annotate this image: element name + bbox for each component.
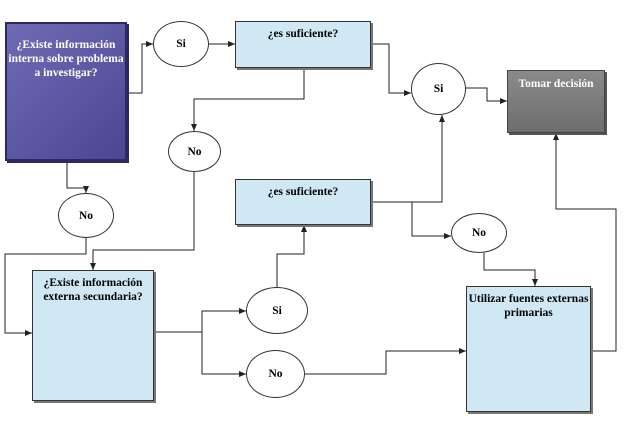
si-oval-2: Si [411, 63, 466, 115]
connector-external-to-si3 [154, 308, 246, 333]
si-oval-1: Si [153, 21, 209, 67]
connector-no3-to-primary [483, 253, 538, 286]
no-label-2: No [187, 145, 202, 158]
primary-sources-text: Utilizar fuentes externas primarias [468, 293, 589, 319]
si-label-3: Si [272, 304, 282, 317]
connector-external-to-no4 [201, 332, 246, 377]
sufficient-box-2: ¿es suficiente? [235, 179, 371, 225]
connector-sufficient1-to-no2 [191, 68, 305, 131]
no-oval-2: No [168, 131, 221, 172]
connector-no1-to-external [4, 238, 87, 336]
connector-sufficient2-to-si2 [371, 115, 445, 203]
sufficient-text-2: ¿es suficiente? [267, 186, 339, 198]
external-secondary-question-box: ¿Existe información externa secundaria? [32, 270, 154, 401]
si-label-2: Si [433, 83, 444, 95]
connector-internal-to-si1 [127, 41, 153, 94]
sufficient-box-1: ¿es suficiente? [235, 21, 371, 68]
internal-info-question-box: ¿Existe información interna sobre proble… [5, 22, 127, 161]
external-secondary-question-text: ¿Existe información externa secundaria? [43, 277, 143, 303]
no-oval-1: No [58, 193, 114, 238]
no-label-4: No [268, 368, 283, 380]
no-label-3: No [471, 227, 487, 239]
connector-no2-to-external [90, 172, 195, 270]
sufficient-text-1: ¿es suficiente? [267, 28, 339, 40]
connector-no4-to-primary [305, 348, 466, 375]
no-oval-4: No [246, 350, 305, 398]
connector-si2-to-decision [466, 87, 507, 104]
si-label-1: Si [176, 38, 186, 50]
no-label-1: No [78, 209, 94, 222]
connector-internal-to-no1 [66, 161, 89, 193]
no-oval-3: No [451, 213, 507, 253]
internal-info-question-text: ¿Existe información interna sobre proble… [8, 39, 124, 79]
connector-sufficient1-to-si2 [371, 43, 411, 96]
connector-si3-to-sufficient2 [276, 225, 307, 287]
connector-sufficient2-to-no3 [411, 202, 451, 239]
primary-sources-box: Utilizar fuentes externas primarias [466, 286, 591, 412]
decision-box: Tomar decisión [507, 70, 605, 133]
si-oval-3: Si [246, 287, 308, 334]
decision-text: Tomar decisión [518, 78, 594, 90]
connector-primary-to-decision [553, 133, 617, 352]
